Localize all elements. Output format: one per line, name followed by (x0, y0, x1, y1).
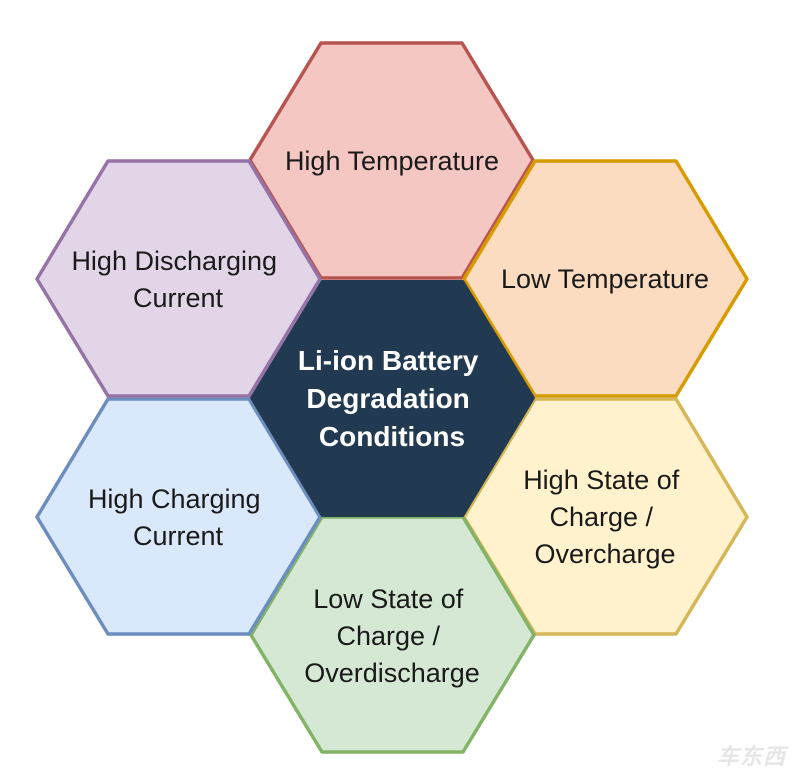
hex-low-state-of-charge-label-line-1: Low State of (313, 584, 464, 614)
hex-high-discharging-current-label-line-2: Current (133, 283, 224, 313)
watermark-logo: 车东西 (716, 745, 786, 770)
hex-center-shape (250, 280, 535, 517)
hex-high-state-of-charge-label-line-2: Charge / (549, 502, 653, 532)
svg-text:High Charging Current: High Charging Current (88, 484, 268, 551)
hex-low-temperature-label-line-1: Low Temperature (501, 264, 709, 294)
svg-text:Li-ion Battery Degradati: Li-ion Battery Degradation Conditions (298, 345, 486, 452)
hex-high-discharging-current-label-line-1: High Discharging (71, 246, 277, 276)
svg-text:Low State of Charge /: Low State of Charge / Overdischarge (304, 584, 480, 688)
hex-high-charging-current-shape (35, 397, 322, 636)
hex-high-charging-current: High Charging Current (35, 397, 322, 636)
hex-low-state-of-charge: Low State of Charge / Overdischarge (249, 515, 536, 754)
hex-high-discharging-current: High Discharging Current (35, 159, 322, 398)
svg-text:Low Temperature: Low Temperature (501, 264, 709, 294)
hex-center: Li-ion Battery Degradation Conditions (250, 280, 535, 517)
center-label-line-3: Conditions (319, 421, 465, 452)
hex-high-temperature-label-line-1: High Temperature (285, 146, 499, 176)
center-label-line-1: Li-ion Battery (298, 345, 479, 376)
svg-text:High Discharging Current: High Discharging Current (71, 246, 284, 313)
hex-high-charging-current-label-line-1: High Charging (88, 484, 261, 514)
hex-low-state-of-charge-label-line-3: Overdischarge (304, 658, 480, 688)
hex-high-temperature: High Temperature (248, 41, 535, 280)
hex-high-state-of-charge-label-line-3: Overcharge (534, 539, 675, 569)
svg-text:High State of Charge /: High State of Charge / Overcharge (523, 465, 687, 569)
hex-high-discharging-current-shape (35, 159, 322, 398)
center-label-line-2: Degradation (306, 383, 469, 414)
svg-text:High Temperature: High Temperature (285, 146, 499, 176)
hex-low-temperature: Low Temperature (462, 159, 749, 398)
hex-low-state-of-charge-label-line-2: Charge / (336, 621, 440, 651)
hex-low-temperature-shape (462, 159, 749, 398)
hex-high-state-of-charge-label-line-1: High State of (523, 465, 680, 495)
hex-high-charging-current-label-line-2: Current (133, 521, 224, 551)
